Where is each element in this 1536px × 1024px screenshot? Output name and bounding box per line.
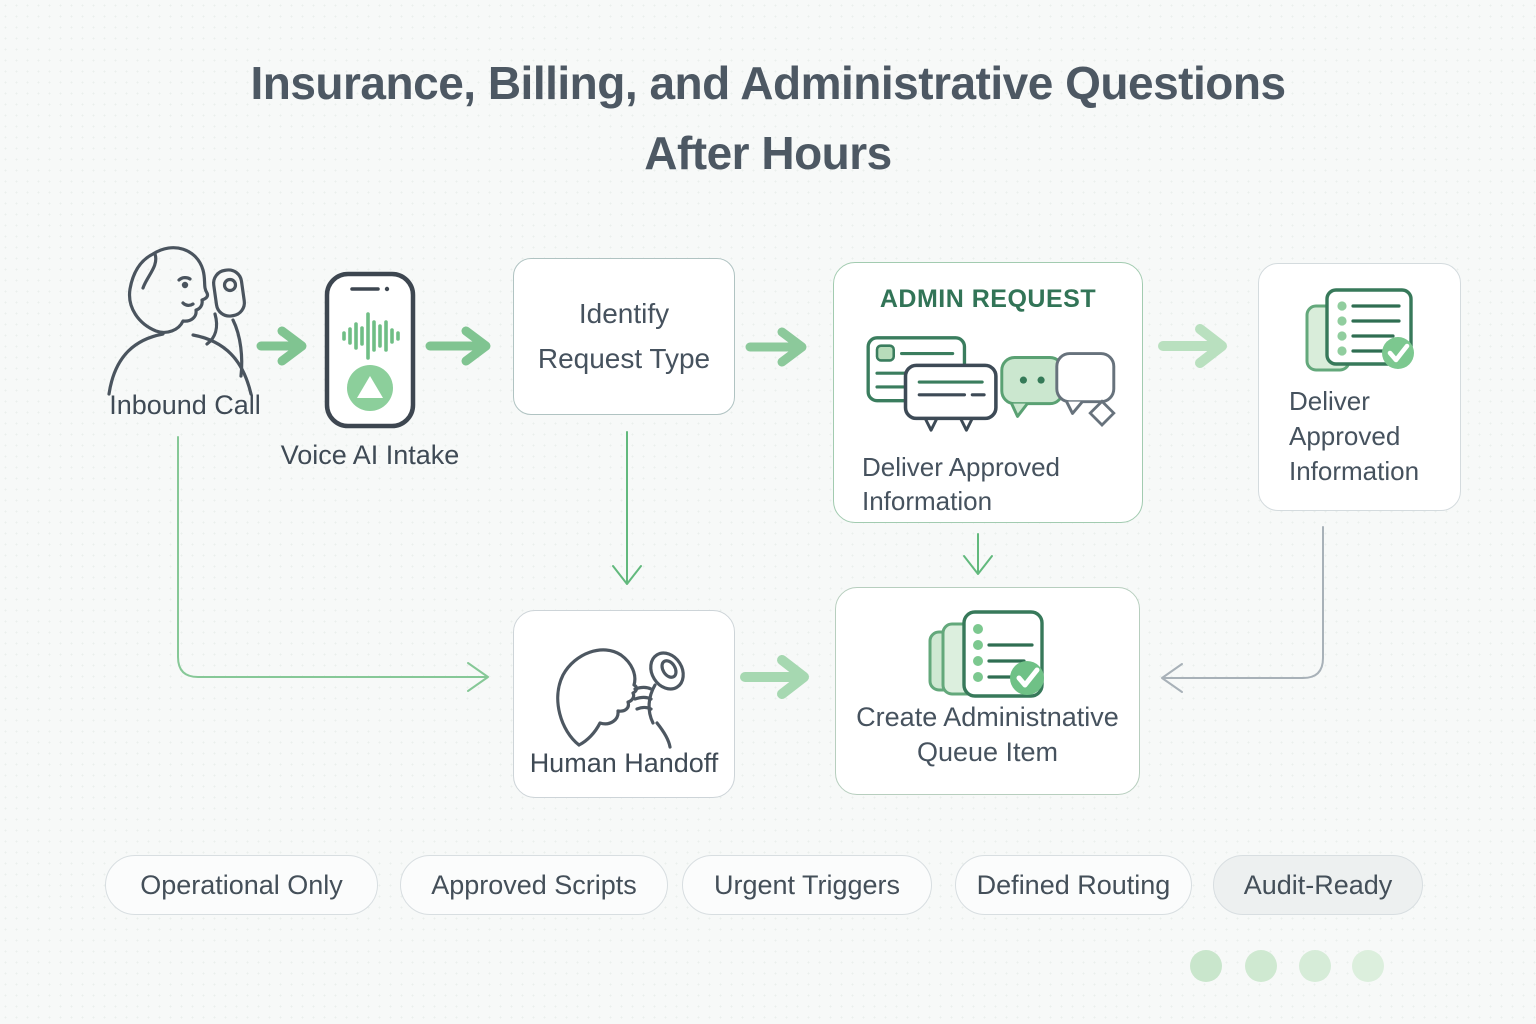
badge-operational-only: Operational Only bbox=[105, 855, 378, 915]
deliver-approved-information-box: Deliver Approved Information bbox=[1258, 263, 1461, 511]
human-handoff-label: Human Handoff bbox=[529, 748, 719, 778]
arrow-right-icon bbox=[425, 326, 491, 366]
inbound-call-label: Inbound Call bbox=[109, 390, 261, 420]
person-on-phone-icon bbox=[107, 246, 253, 396]
connector-identify-to-handoff bbox=[612, 431, 642, 585]
badge-audit-ready: Audit-Ready bbox=[1213, 855, 1423, 915]
person-with-handset-icon bbox=[556, 648, 685, 749]
create-admin-queue-item-caption: Create Administnative Queue Item bbox=[856, 702, 1119, 768]
smartphone-waveform-icon bbox=[324, 271, 416, 429]
admin-request-caption: Deliver Approved Information bbox=[862, 452, 1060, 517]
voice-ai-intake-label: Voice AI Intake bbox=[280, 440, 460, 470]
progress-dot bbox=[1190, 950, 1222, 982]
identify-request-type-box: Identify Request Type bbox=[513, 258, 735, 415]
admin-request-heading: ADMIN REQUEST bbox=[879, 285, 1097, 313]
human-handoff-box: Human Handoff bbox=[513, 610, 735, 798]
progress-dot bbox=[1352, 950, 1384, 982]
page-title-line2: After Hours bbox=[644, 127, 892, 179]
connector-deliver-to-queue bbox=[1161, 526, 1324, 693]
page-title-line1: Insurance, Billing, and Administrative Q… bbox=[250, 57, 1286, 109]
badge-approved-scripts: Approved Scripts bbox=[400, 855, 668, 915]
create-admin-queue-item-box: Create Administnative Queue Item bbox=[835, 587, 1140, 795]
arrow-right-icon bbox=[740, 655, 809, 699]
deliver-approved-information-caption: Deliver Approved Information bbox=[1289, 386, 1420, 486]
admin-request-box: ADMIN REQUEST Deliver Approved I bbox=[833, 262, 1143, 523]
arrow-right-icon bbox=[745, 327, 807, 367]
arrow-right-icon bbox=[256, 326, 307, 366]
progress-dot bbox=[1299, 950, 1331, 982]
arrow-right-icon bbox=[1158, 324, 1227, 368]
id-card-chat-bubbles-icon bbox=[866, 336, 1116, 432]
badge-defined-routing: Defined Routing bbox=[955, 855, 1192, 915]
progress-dot bbox=[1245, 950, 1277, 982]
connector-inbound-to-handoff bbox=[177, 436, 489, 692]
connector-admin-to-queue bbox=[963, 533, 993, 575]
stacked-checklist-icon bbox=[928, 610, 1044, 698]
badge-urgent-triggers: Urgent Triggers bbox=[682, 855, 932, 915]
checklist-approved-icon bbox=[1305, 288, 1414, 372]
identify-request-type-label: Identify Request Type bbox=[537, 297, 711, 374]
